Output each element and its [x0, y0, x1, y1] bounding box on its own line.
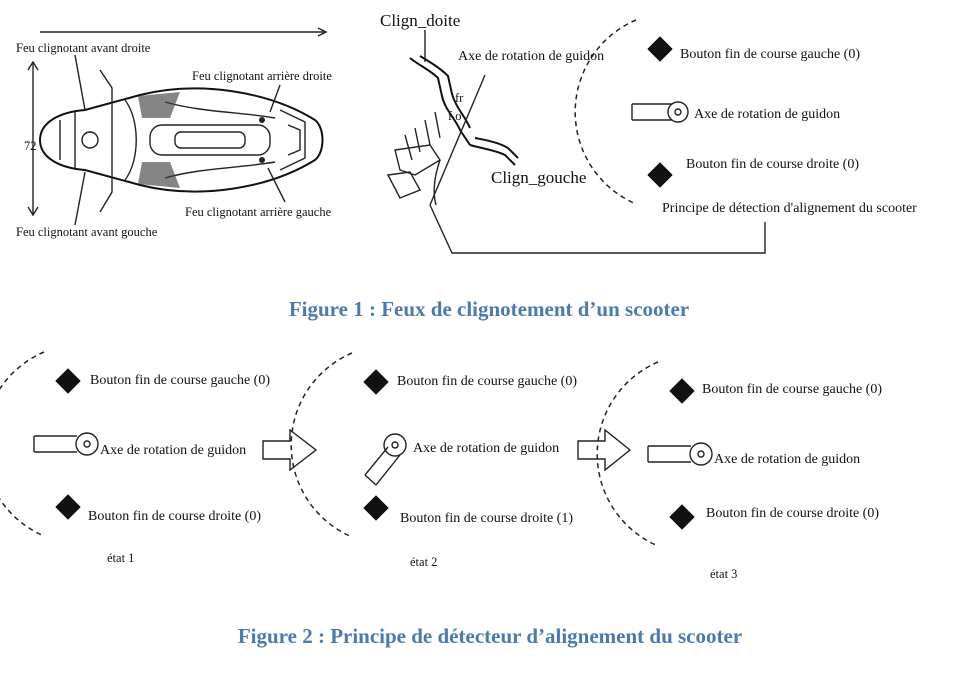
state-2-axis: Axe de rotation de guidon [413, 441, 559, 456]
state-1-axis: Axe de rotation de guidon [100, 443, 246, 458]
label-rear-left-indicator: Feu clignotant arrière gauche [185, 205, 332, 219]
state-3-axis: Axe de rotation de guidon [714, 452, 860, 467]
label-left-blinker: Clign_gouche [491, 168, 586, 187]
label-front-right-indicator: Feu clignotant avant droite [16, 41, 151, 55]
state-3-label: état 3 [710, 567, 737, 581]
state-2-label: état 2 [410, 555, 437, 569]
label-handlebar-axis: Axe de rotation de guidon [458, 49, 604, 64]
svg-text:fr: fr [455, 91, 464, 105]
detector-principle [574, 19, 689, 205]
state-2-diagram [290, 352, 407, 538]
label-left-limit-switch: Bouton fin de course gauche (0) [680, 47, 860, 62]
transition-arrow-2 [577, 428, 632, 472]
handlebar-drawing: fr f o Axe de rotation de guidon Clign_d… [380, 11, 766, 254]
label-right-blinker: Clign_doite [380, 11, 460, 30]
label-detection-principle: Principe de détection d'alignement du sc… [662, 201, 917, 216]
state-3-left-switch: Bouton fin de course gauche (0) [702, 382, 882, 397]
scooter-top-view: 72 Feu clignotant avant droite Feu clign… [16, 27, 332, 239]
label-rotation-axis: Axe de rotation de guidon [694, 107, 840, 122]
state-2-right-switch: Bouton fin de course droite (1) [400, 511, 573, 526]
svg-text:72: 72 [24, 139, 37, 153]
state-1-right-switch: Bouton fin de course droite (0) [88, 509, 261, 524]
figure1-caption: Figure 1 : Feux de clignotement d’un sco… [289, 297, 689, 321]
transition-arrow-1 [262, 428, 318, 472]
svg-text:f o: f o [448, 109, 462, 123]
state-1-label: état 1 [107, 551, 134, 565]
state-1-left-switch: Bouton fin de course gauche (0) [90, 373, 270, 388]
state-2-left-switch: Bouton fin de course gauche (0) [397, 374, 577, 389]
state-3-diagram [596, 361, 713, 547]
label-front-left-indicator: Feu clignotant avant gouche [16, 225, 158, 239]
label-right-limit-switch: Bouton fin de course droite (0) [686, 157, 859, 172]
figure2-caption: Figure 2 : Principe de détecteur d’align… [238, 624, 742, 648]
label-rear-right-indicator: Feu clignotant arrière droite [192, 69, 332, 83]
state-3-right-switch: Bouton fin de course droite (0) [706, 506, 879, 521]
state-1-diagram [0, 351, 99, 537]
